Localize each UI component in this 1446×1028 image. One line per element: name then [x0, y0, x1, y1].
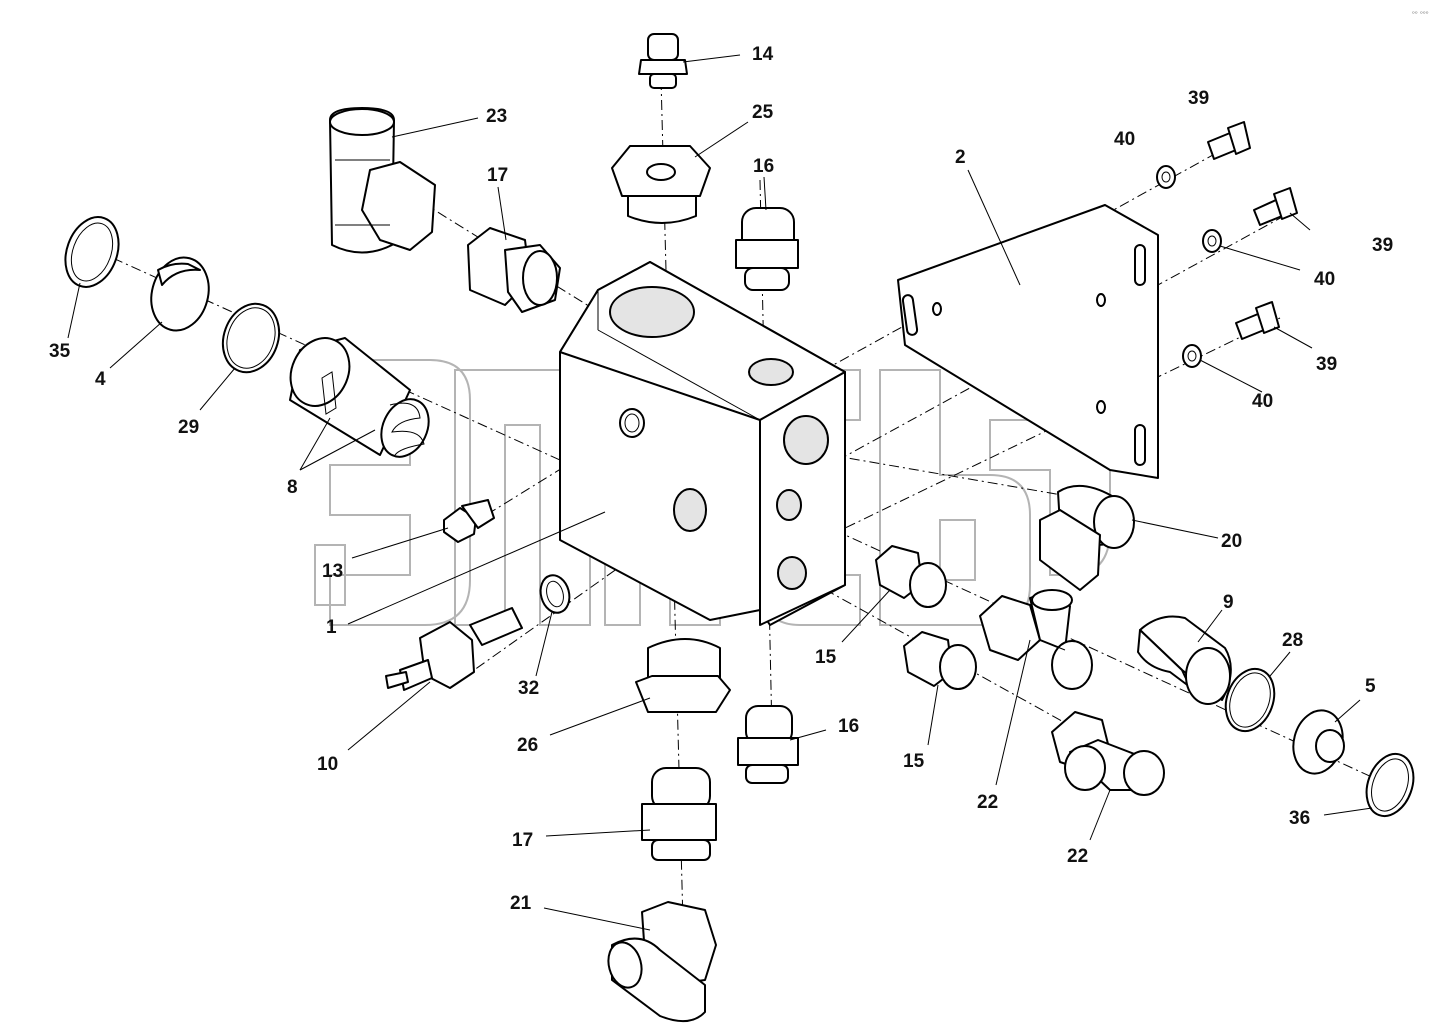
- callout-36: 36: [1289, 808, 1310, 829]
- part-8-spool-spring: [289, 337, 430, 458]
- corner-mark: ᵒᵒ ᵒᵒᵒ: [1412, 10, 1429, 18]
- part-26-large-plug: [635, 638, 731, 713]
- callout-16-top: 16: [753, 156, 774, 177]
- part-21-elbow: [607, 901, 717, 1023]
- callout-39-middle: 39: [1372, 235, 1393, 256]
- part-4-cover: [150, 256, 210, 332]
- part-22-tee-upper: [979, 589, 1093, 690]
- part-10-sensor: [385, 607, 523, 691]
- callout-17-bottom: 17: [512, 830, 533, 851]
- callout-15-upper: 15: [815, 647, 837, 668]
- callout-9: 9: [1223, 592, 1234, 613]
- part-39-bolt-middle: [1253, 187, 1298, 226]
- leader-lines: [67, 54, 1373, 931]
- callout-labels: 14 23 25 39 40 17 16 2 39 40 35 4 39 40 …: [49, 44, 1393, 914]
- callout-40-top: 40: [1114, 129, 1135, 150]
- part-32-washer: [539, 574, 571, 614]
- part-28-o-ring: [1224, 667, 1276, 733]
- part-14-plug: [638, 33, 688, 89]
- callout-22-lower: 22: [1067, 846, 1088, 867]
- callout-28: 28: [1282, 630, 1303, 651]
- mounting-bracket: [897, 204, 1159, 479]
- part-5-end-cap: [1292, 709, 1345, 775]
- callout-1: 1: [326, 617, 337, 638]
- part-40-washer-middle: [1202, 229, 1222, 253]
- part-40-washer-top: [1156, 165, 1176, 189]
- part-20-elbow: [1039, 485, 1135, 591]
- callout-16-bottom: 16: [838, 716, 859, 737]
- part-25-cap-plug: [611, 145, 711, 224]
- callout-20: 20: [1221, 531, 1242, 552]
- part-40-washer-bottom: [1182, 344, 1202, 368]
- callout-25: 25: [752, 102, 774, 123]
- callout-8: 8: [287, 477, 298, 498]
- callout-13: 13: [322, 561, 343, 582]
- callout-10: 10: [317, 754, 338, 775]
- part-22-tee-lower: [1051, 711, 1165, 796]
- valve-body-block: [559, 261, 846, 626]
- callout-39-top: 39: [1188, 88, 1209, 109]
- part-35-snap-ring: [64, 216, 120, 288]
- callout-39-bottom: 39: [1316, 354, 1337, 375]
- callout-23: 23: [486, 106, 507, 127]
- part-15-adapter-upper: [875, 545, 947, 608]
- part-15-adapter-lower: [903, 631, 977, 690]
- callout-29: 29: [178, 417, 199, 438]
- part-29-o-ring: [221, 302, 281, 374]
- part-16-plug-bottom: [737, 705, 799, 784]
- part-39-bolt-bottom: [1235, 301, 1280, 340]
- callout-26: 26: [517, 735, 538, 756]
- callout-14: 14: [752, 44, 774, 65]
- callout-21: 21: [510, 893, 532, 914]
- part-23-tee-fitting: [329, 107, 436, 254]
- callout-32: 32: [518, 678, 539, 699]
- callout-4: 4: [95, 369, 106, 390]
- part-13-small-plug: [443, 499, 495, 543]
- part-36-snap-ring: [1365, 753, 1415, 817]
- part-16-plug-top: [735, 207, 799, 291]
- callout-2: 2: [955, 147, 966, 168]
- callout-35: 35: [49, 341, 71, 362]
- callout-5: 5: [1365, 676, 1376, 697]
- callout-40-middle: 40: [1314, 269, 1335, 290]
- callout-17-top: 17: [487, 165, 508, 186]
- part-17-adapter-top: [467, 227, 561, 313]
- callout-22-upper: 22: [977, 792, 998, 813]
- callout-15-lower: 15: [903, 751, 925, 772]
- callout-40-bottom: 40: [1252, 391, 1273, 412]
- part-39-bolt-top: [1207, 121, 1251, 160]
- part-9-sleeve: [1137, 615, 1232, 705]
- part-17-adapter-bottom: [641, 767, 717, 861]
